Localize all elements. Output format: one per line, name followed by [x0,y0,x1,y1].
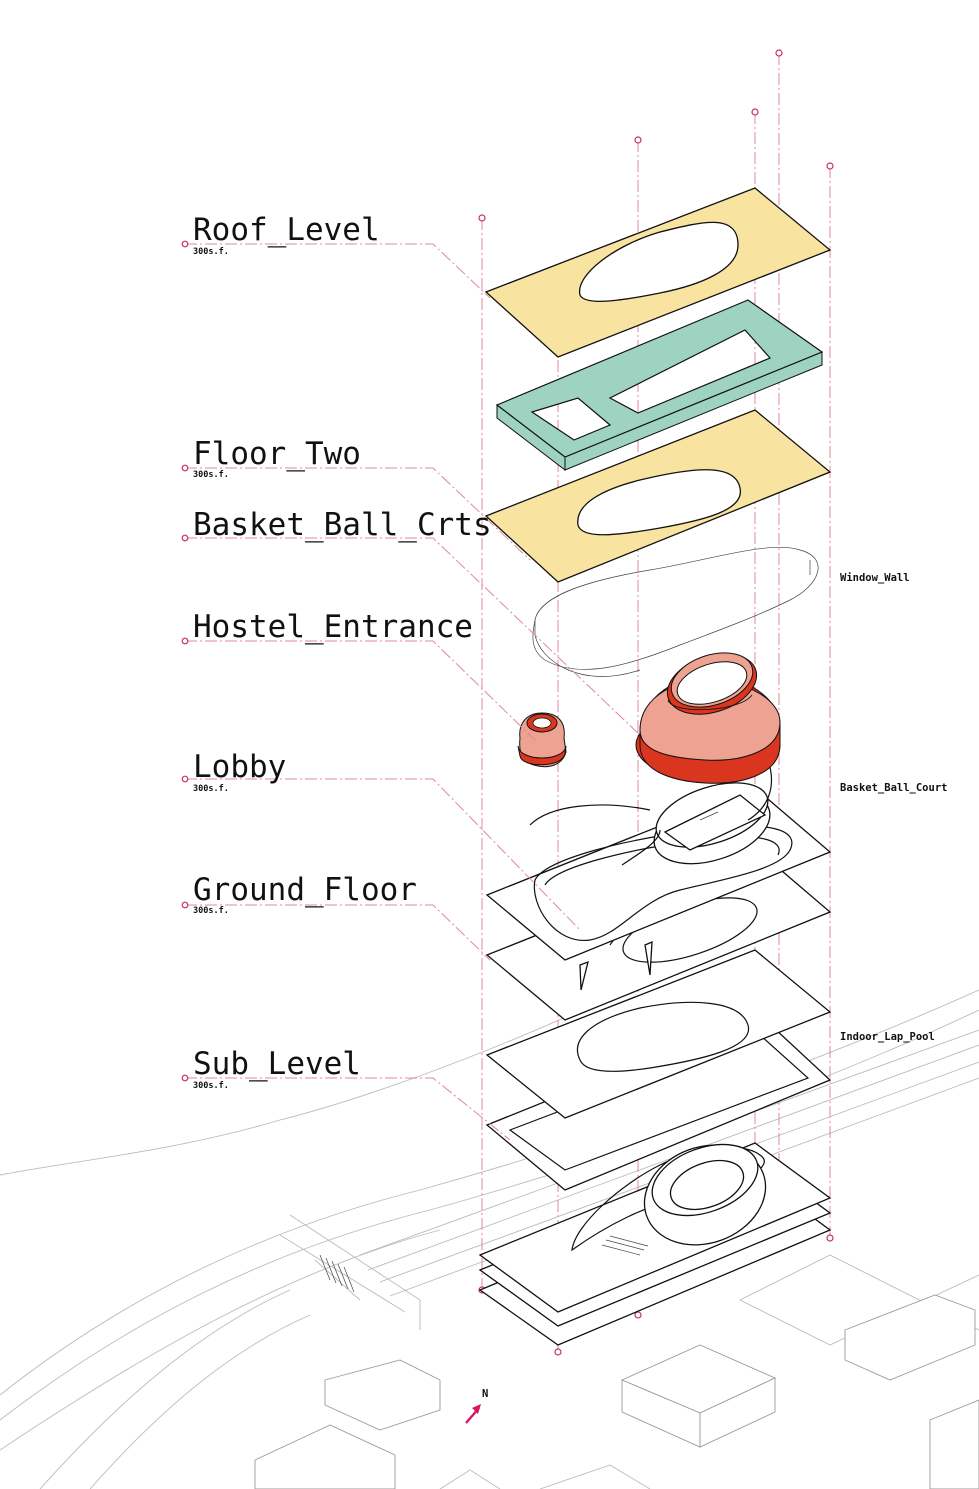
label-sub-level: Sub_Level [193,1046,361,1082]
area-sub-level: 300s.f. [193,1081,229,1091]
label-hostel-entrance: Hostel_Entrance [193,609,473,645]
sub-level-stack [478,1142,832,1346]
side-annotations: Window_Wall Basket_Ball_Court Indoor_Lap… [840,572,947,1043]
area-ground-floor: 300s.f. [193,906,229,916]
annotation-window-wall: Window_Wall [840,572,910,584]
label-floor-two: Floor_Two [193,436,361,472]
leader-lines [181,240,641,1141]
window-wall [532,547,819,677]
area-roof-level: 300s.f. [193,247,229,257]
roof-level-plate [484,187,832,358]
annotation-indoor-lap-pool: Indoor_Lap_Pool [840,1031,935,1043]
structural-frame [495,299,824,472]
north-arrow: N [465,1388,488,1424]
hostel-entrance-volume [517,712,567,768]
site-context [0,939,979,1489]
area-floor-two: 300s.f. [193,470,229,480]
label-roof-level: Roof_Level [193,212,380,248]
area-lobby: 300s.f. [193,784,229,794]
floor-two-plate [484,409,832,583]
label-ground-floor: Ground_Floor [193,872,417,908]
basketball-volume [635,652,781,784]
annotation-basketball-court: Basket_Ball_Court [840,782,947,794]
lobby-plate [485,759,832,961]
pool-plate [485,949,832,1119]
label-basketball-courts: Basket_Ball_Crts [193,507,492,543]
north-label: N [482,1388,488,1400]
level-labels: Roof_Level 300s.f. Floor_Two 300s.f. Bas… [193,212,492,1091]
label-lobby: Lobby [193,749,286,785]
